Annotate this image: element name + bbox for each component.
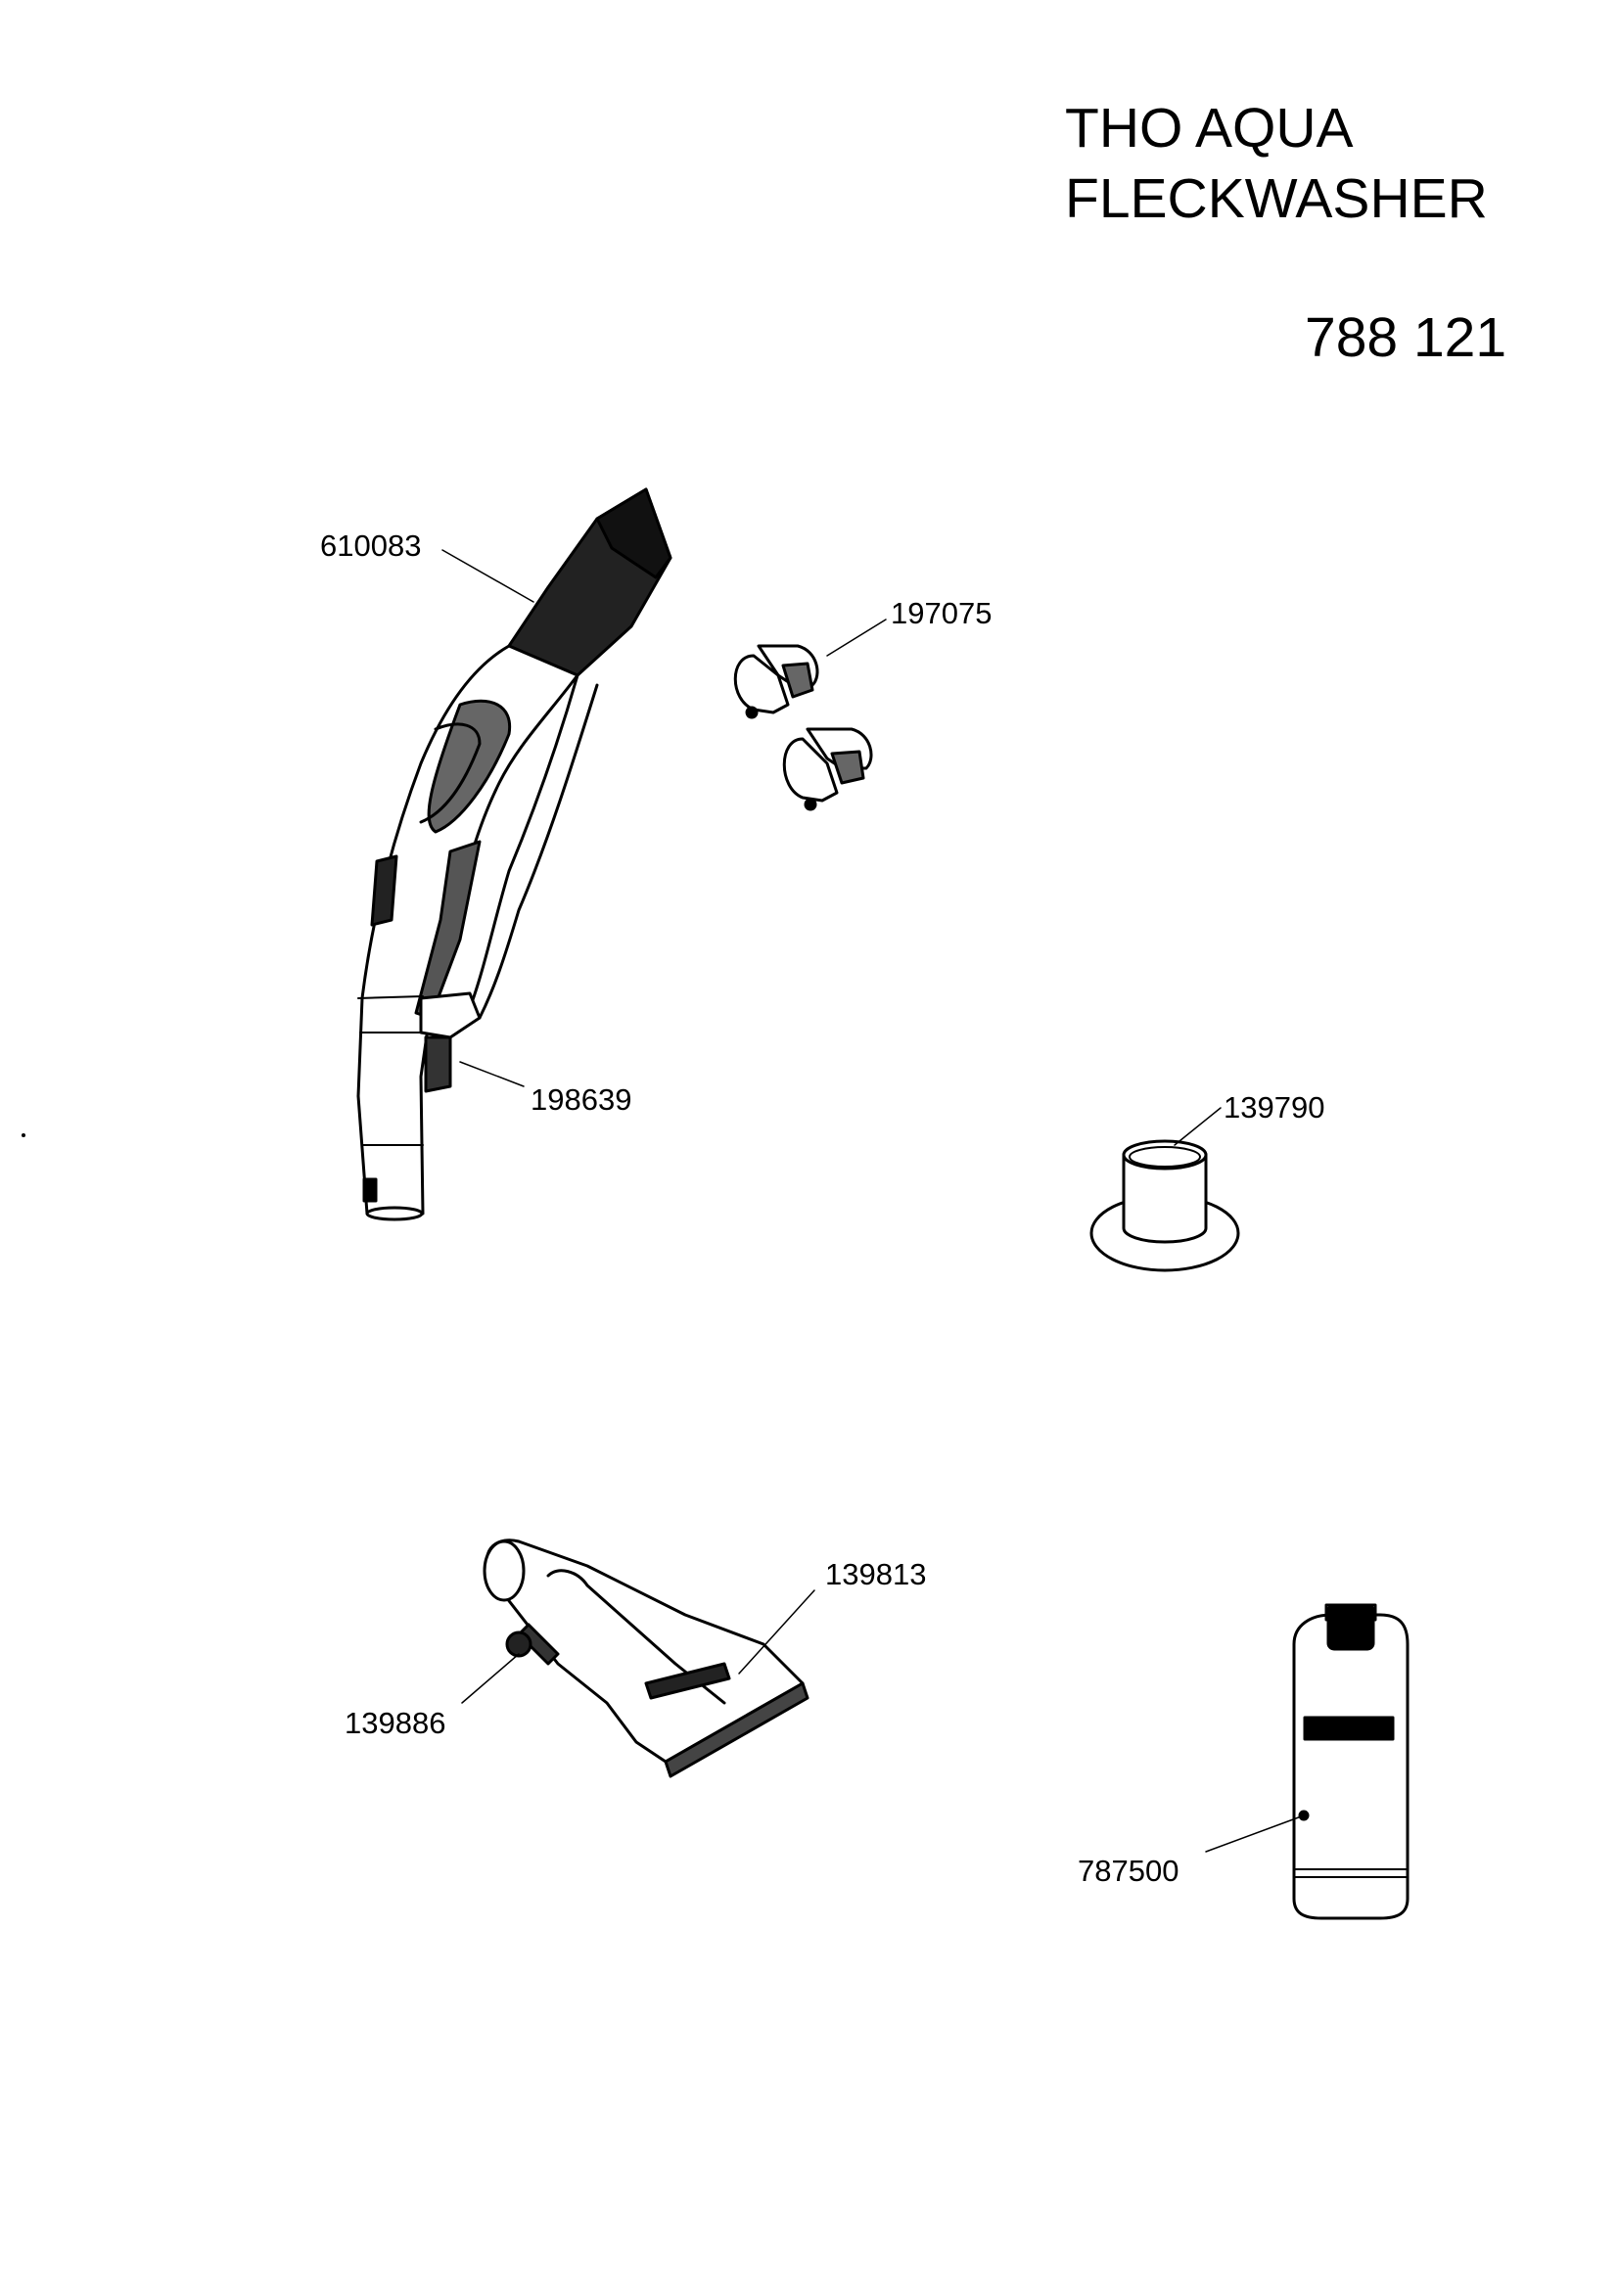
bottle-drawing (1205, 1603, 1410, 1920)
adapter-drawing (1089, 1107, 1240, 1272)
part-label-nozzle: 139813 (825, 1557, 927, 1591)
title-line-2: FLECKWASHER (1065, 167, 1488, 230)
hose-handle-drawing (356, 487, 672, 1221)
assembly-number: 788 121 (1305, 306, 1507, 369)
part-label-bottle: 787500 (1078, 1854, 1179, 1888)
clip-drawing-2 (782, 727, 873, 811)
part-label-trigger: 198639 (531, 1082, 632, 1117)
part-label-hose-handle: 610083 (320, 528, 422, 563)
title-line-1: THO AQUA (1065, 97, 1354, 160)
nozzle-drawing (461, 1538, 815, 1778)
part-label-clip: 197075 (891, 596, 993, 630)
clip-drawing-1 (733, 619, 887, 719)
part-label-adapter: 139790 (1224, 1090, 1325, 1125)
part-label-nozzle-valve: 139886 (345, 1706, 446, 1740)
